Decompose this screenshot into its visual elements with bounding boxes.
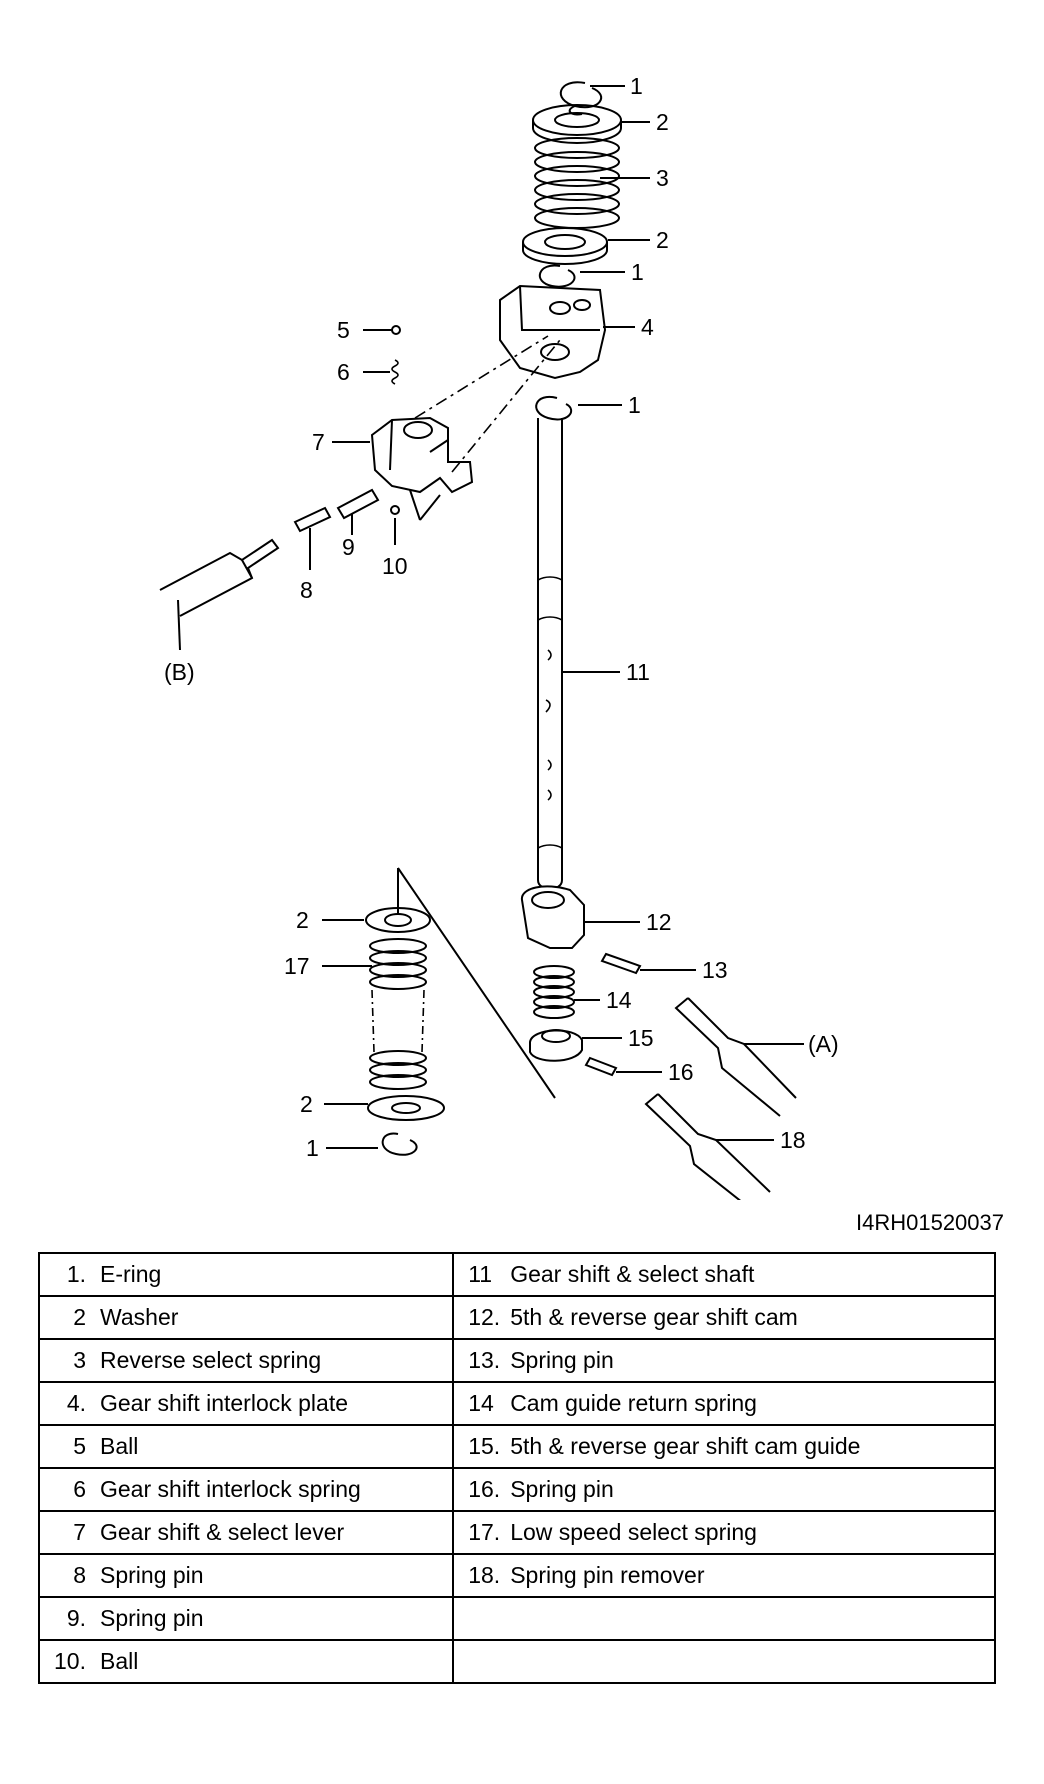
callout-shaft-e-ring: 1 (628, 392, 641, 418)
callout-tool-18: 18 (780, 1127, 806, 1153)
detail-washer-bottom (367, 1095, 445, 1121)
callout-ball-10: 10 (382, 553, 408, 579)
low-speed-select-spring (369, 938, 427, 1090)
detail-e-ring (381, 1132, 418, 1156)
select-lever (370, 416, 474, 494)
callout-detail-washer-top: 2 (296, 907, 309, 933)
callout-tool-b: (B) (164, 659, 195, 685)
detail-washer-top (365, 907, 431, 933)
cam-guide (529, 1029, 583, 1062)
callout-pin-9: 9 (342, 534, 355, 560)
cam-guide-spring (533, 965, 575, 1019)
callout-shaft-11: 11 (626, 659, 650, 685)
callout-lever-7: 7 (312, 429, 325, 455)
top-washer (532, 104, 622, 144)
spring-pin-9 (336, 488, 380, 520)
shift-cam (520, 885, 585, 949)
spring-pin-8 (293, 506, 332, 533)
tool-a (674, 997, 797, 1117)
exploded-view-diagram: 1 2 3 2 1 4 5 6 (159, 73, 839, 1200)
callout-ball-5: 5 (337, 317, 350, 343)
tool-b (159, 538, 280, 651)
callout-tool-a: (A) (808, 1031, 839, 1057)
callout-pin-16: 16 (668, 1059, 694, 1085)
callout-reverse-spring: 3 (656, 165, 669, 191)
callout-lower-washer: 2 (656, 227, 669, 253)
callout-detail-spring-17: 17 (284, 953, 310, 979)
callout-cam-12: 12 (646, 909, 672, 935)
callout-detail-e-ring: 1 (306, 1135, 319, 1161)
callout-interlock-plate: 4 (641, 314, 654, 340)
tool-18 (644, 1093, 771, 1200)
lower-washer (522, 227, 608, 265)
table-row: 10.Ball (37, 1639, 996, 1684)
callout-top-washer: 2 (656, 109, 669, 135)
callout-detail-washer-bottom: 2 (300, 1091, 313, 1117)
callout-spring-6: 6 (337, 359, 350, 385)
callout-pin-8: 8 (300, 577, 313, 603)
interlock-plate (499, 284, 607, 380)
gear-shift-shaft (537, 418, 563, 890)
reverse-select-spring (534, 137, 620, 229)
callout-lower-e-ring: 1 (631, 259, 644, 285)
callout-spring-14: 14 (606, 987, 632, 1013)
callout-guide-15: 15 (628, 1025, 654, 1051)
table-row: 9.Spring pin (37, 1596, 996, 1641)
top-e-ring (559, 81, 603, 116)
callout-top-e-ring: 1 (630, 73, 643, 99)
figure-code: I4RH01520037 (855, 1210, 1004, 1235)
callout-pin-13: 13 (702, 957, 728, 983)
lower-e-ring (538, 264, 576, 288)
